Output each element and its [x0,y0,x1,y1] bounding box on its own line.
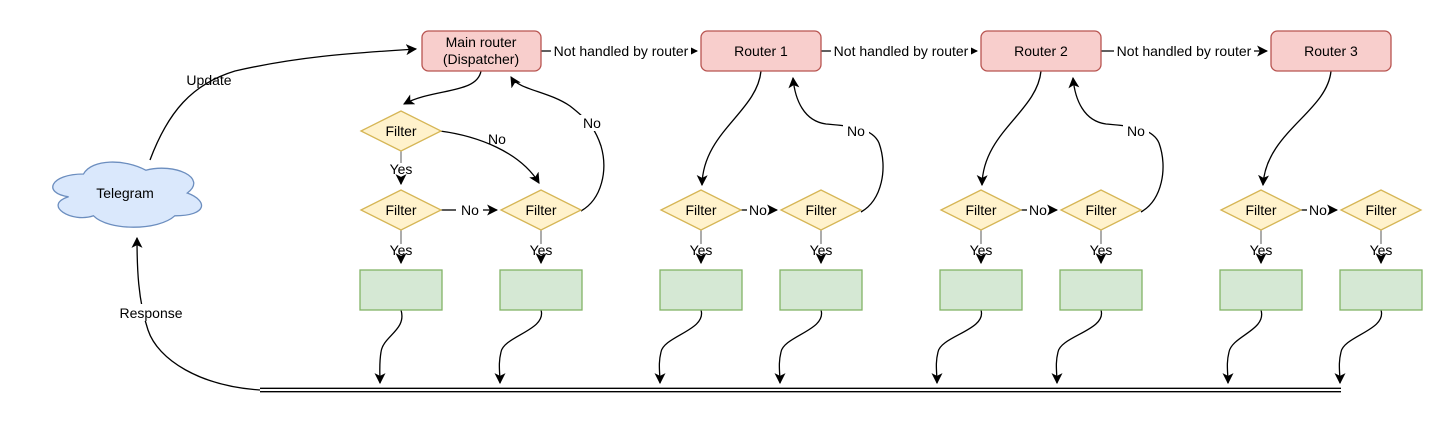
not-handled-label-1: Not handled by router [554,43,689,59]
yes-label-a: Yes [390,161,413,177]
no-label-main-return-bg [579,115,605,131]
no-label-main-pair: No [461,202,479,218]
no-label-r1-return-bg [843,123,869,139]
router-1-label: Router 1 [734,43,788,59]
telegram-cloud [52,161,203,228]
filter-node-c [499,189,583,231]
filter-label-c: Filter [525,202,556,218]
handler1-out-arrow [374,309,403,385]
filter-node-r3-1 [1219,189,1303,231]
no-label-r1-return: No [847,123,865,139]
filter-label-r1-2: Filter [805,202,836,218]
filter-node-r1-1 [659,189,743,231]
update-arrow [149,44,418,161]
filter-node-r1-2 [779,189,863,231]
not-handled-label-2: Not handled by router [834,43,969,59]
not-handled-label-3-bg [1114,44,1254,59]
no-label-r2-pair: No [1029,202,1047,218]
handler-3-node [659,269,743,311]
router2-to-filter-arrow [976,70,1042,187]
dispatcher-label-line1: Main router [446,34,517,50]
response-label-bg [116,304,186,321]
filter-node-r2-1 [939,189,1023,231]
response-arrow [131,236,261,391]
filter-node-b [359,189,443,231]
handler-8-node [1339,269,1423,311]
filter-node-r2-2 [1059,189,1143,231]
not-handled-label-1-bg [551,44,691,59]
yes-label-h1: Yes [390,242,413,258]
handler-2-node [499,269,583,311]
handler-5-node [939,269,1023,311]
handler8-out-arrow [1334,309,1382,385]
handler6-out-arrow [1051,309,1102,385]
no-label-r2-return: No [1127,123,1145,139]
router3-to-filter-arrow [1258,70,1332,187]
filter-label-b: Filter [385,202,416,218]
yes-label-h4: Yes [810,242,833,258]
dispatcher-node [421,30,542,72]
yes-label-h6: Yes [1090,242,1113,258]
handler-6-node [1059,269,1143,311]
handler-7-node [1219,269,1303,311]
telegram-label: Telegram [96,185,154,201]
update-label: Update [186,72,231,88]
handler5-out-arrow [931,309,982,385]
handler-4-node [779,269,863,311]
filter-label-r1-1: Filter [685,202,716,218]
yes-label-h3: Yes [690,242,713,258]
edges [131,44,1387,393]
yes-label-h5: Yes [970,242,993,258]
router-1-node [700,30,822,72]
no-label-filter-a: No [488,131,506,147]
not-handled-label-3: Not handled by router [1117,43,1252,59]
filter-label-r2-1: Filter [965,202,996,218]
dispatcher-to-filter-arrow [403,70,482,105]
filter-label-r2-2: Filter [1085,202,1116,218]
router2-no-return-arrow [1068,76,1164,213]
no-label-r3-pair: No [1309,202,1327,218]
filter-label-r3-2: Filter [1365,202,1396,218]
labels: Telegram Update Response Main router (Di… [96,34,1397,321]
handler7-out-arrow [1222,309,1263,385]
yes-label-h2: Yes [530,242,553,258]
filter-a-no-arrow [439,130,540,184]
filter-node-a [359,110,443,152]
handler-1-node [359,269,443,311]
router1-to-filter-arrow [696,70,762,187]
dispatcher-label-line2: (Dispatcher) [443,51,519,67]
main-no-return-arrow [510,76,605,212]
filter-label-a: Filter [385,123,416,139]
yes-label-h8: Yes [1370,242,1393,258]
response-label: Response [119,305,182,321]
router-2-label: Router 2 [1014,43,1068,59]
nodes [52,30,1423,311]
handler4-out-arrow [774,309,822,385]
handler3-out-arrow [654,309,702,385]
filter-node-r3-2 [1339,189,1423,231]
router-3-node [1270,30,1392,72]
no-label-main-return: No [583,115,601,131]
no-label-r1-pair: No [749,202,767,218]
router1-no-return-arrow [788,76,884,213]
not-handled-label-2-bg [831,44,971,59]
router-2-node [980,30,1102,72]
yes-label-h7: Yes [1250,242,1273,258]
no-label-r2-return-bg [1123,123,1149,139]
filter-label-r3-1: Filter [1245,202,1276,218]
router-3-label: Router 3 [1304,43,1358,59]
handler2-out-arrow [494,309,542,385]
